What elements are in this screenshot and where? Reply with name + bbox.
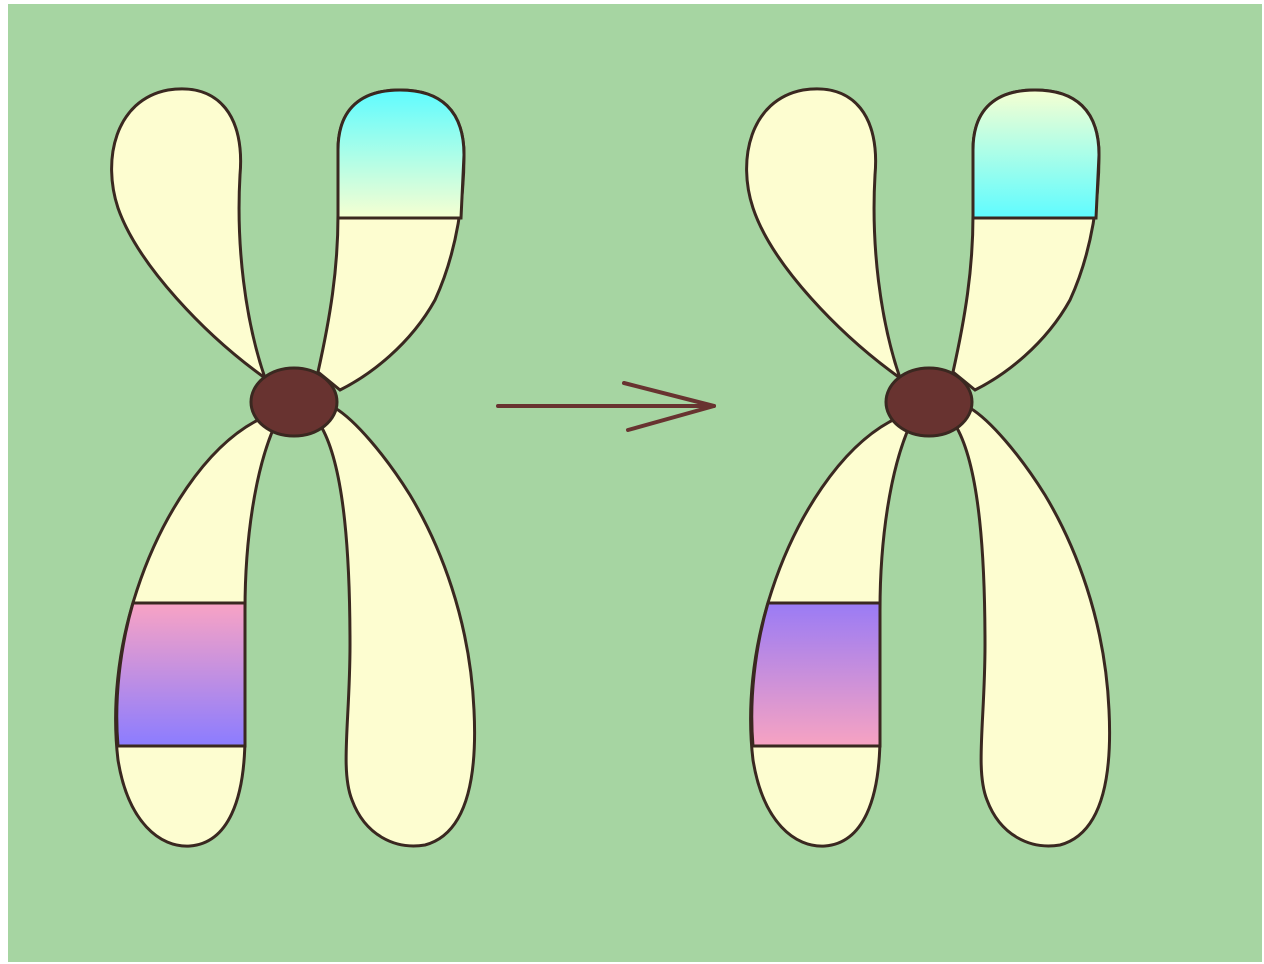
diagram-background — [8, 4, 1262, 962]
